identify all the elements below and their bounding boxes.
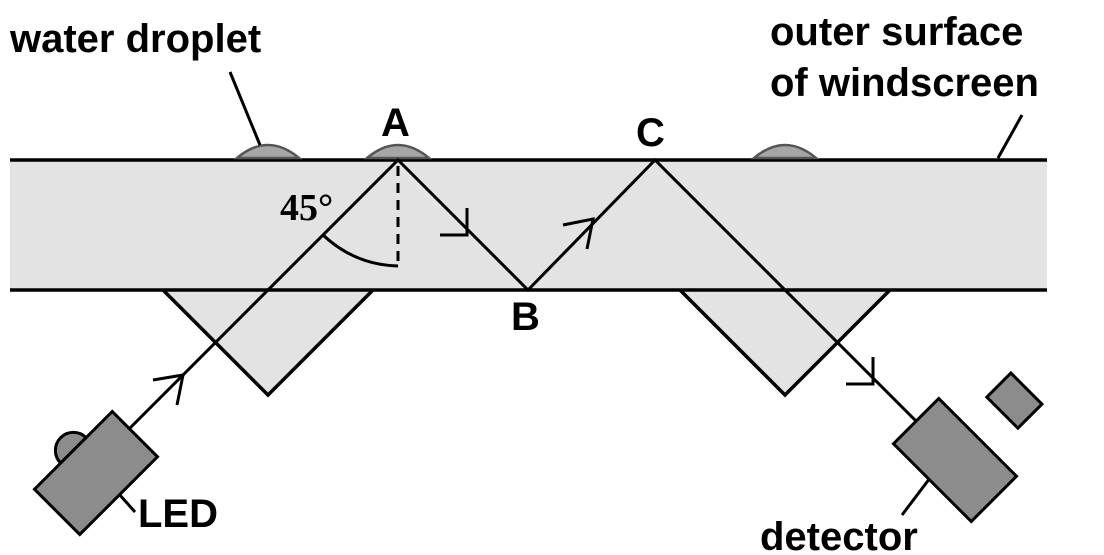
right-prism-outline — [678, 288, 892, 398]
water-droplet-1 — [233, 143, 303, 160]
light-ray-path — [128, 157, 922, 430]
led-label: LED — [138, 492, 218, 536]
water-droplet-2 — [363, 143, 433, 160]
point-c-label: C — [636, 111, 665, 155]
point-b-label: B — [511, 295, 540, 339]
led-lens — [53, 430, 89, 466]
led-body — [32, 409, 160, 537]
left-prism — [163, 290, 373, 395]
outer-surface-label-line1: outer surface — [770, 10, 1023, 54]
led-device — [32, 409, 160, 537]
right-prism — [680, 290, 890, 395]
water-droplet-3 — [750, 143, 820, 160]
detector-body — [891, 396, 1019, 524]
detector-pointer-line — [900, 477, 932, 516]
angle-label: 45° — [280, 187, 333, 229]
left-prism-outline — [161, 288, 375, 398]
ray-arrow-3 — [562, 217, 595, 250]
droplet-pointer-line — [228, 71, 262, 146]
ray-arrow-4 — [846, 357, 875, 386]
ray-arrow-1 — [152, 373, 185, 406]
ray-arrow-2 — [440, 208, 469, 237]
detector-device — [891, 370, 1045, 524]
outer-surface-label-line2: of windscreen — [770, 61, 1039, 105]
detector-label: detector — [760, 515, 918, 555]
detector-window — [984, 370, 1045, 431]
angle-arc — [321, 233, 399, 268]
surface-pointer-line — [996, 114, 1024, 159]
point-a-label: A — [381, 101, 410, 145]
windscreen-glass — [10, 160, 1047, 290]
water-droplet-label: water droplet — [9, 17, 261, 61]
